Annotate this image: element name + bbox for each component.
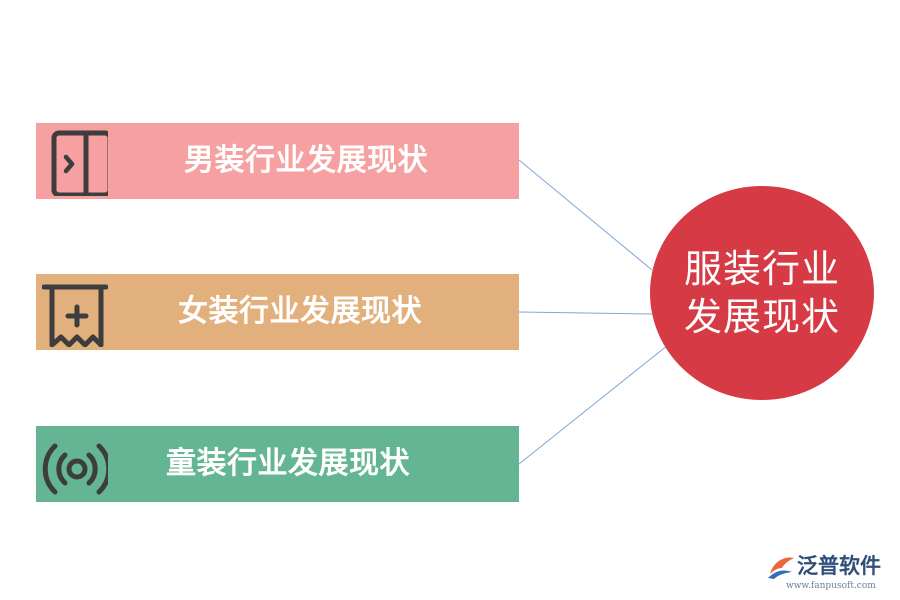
fanpu-logo-icon xyxy=(768,557,794,579)
brand-name: 泛普软件 xyxy=(797,554,881,578)
menswear-bar: 男装行业发展现状 xyxy=(36,123,519,199)
hub-circle: 服装行业 发展现状 xyxy=(650,186,874,400)
kidswear-bar: 童装行业发展现状 xyxy=(36,426,519,502)
broadcast-signal-icon xyxy=(42,443,108,495)
hub-label-line2: 发展现状 xyxy=(683,295,840,339)
receipt-add-icon xyxy=(42,284,108,347)
womenswear-bar: 女装行业发展现状 xyxy=(36,274,519,350)
menswear-label: 男装行业发展现状 xyxy=(184,143,428,178)
door-arrow-icon xyxy=(51,130,108,196)
connector-line-menswear xyxy=(518,159,653,271)
kidswear-label: 童装行业发展现状 xyxy=(166,446,410,481)
brand-watermark: 泛普软件 www.fanpusoft.com xyxy=(766,552,896,598)
womenswear-label: 女装行业发展现状 xyxy=(178,294,422,329)
connector-line-womenswear xyxy=(518,311,653,315)
hub-label-line1: 服装行业 xyxy=(683,247,840,291)
brand-url: www.fanpusoft.com xyxy=(786,581,876,591)
connector-line-kidswear xyxy=(518,344,669,465)
hub-label: 服装行业 发展现状 xyxy=(677,245,847,341)
